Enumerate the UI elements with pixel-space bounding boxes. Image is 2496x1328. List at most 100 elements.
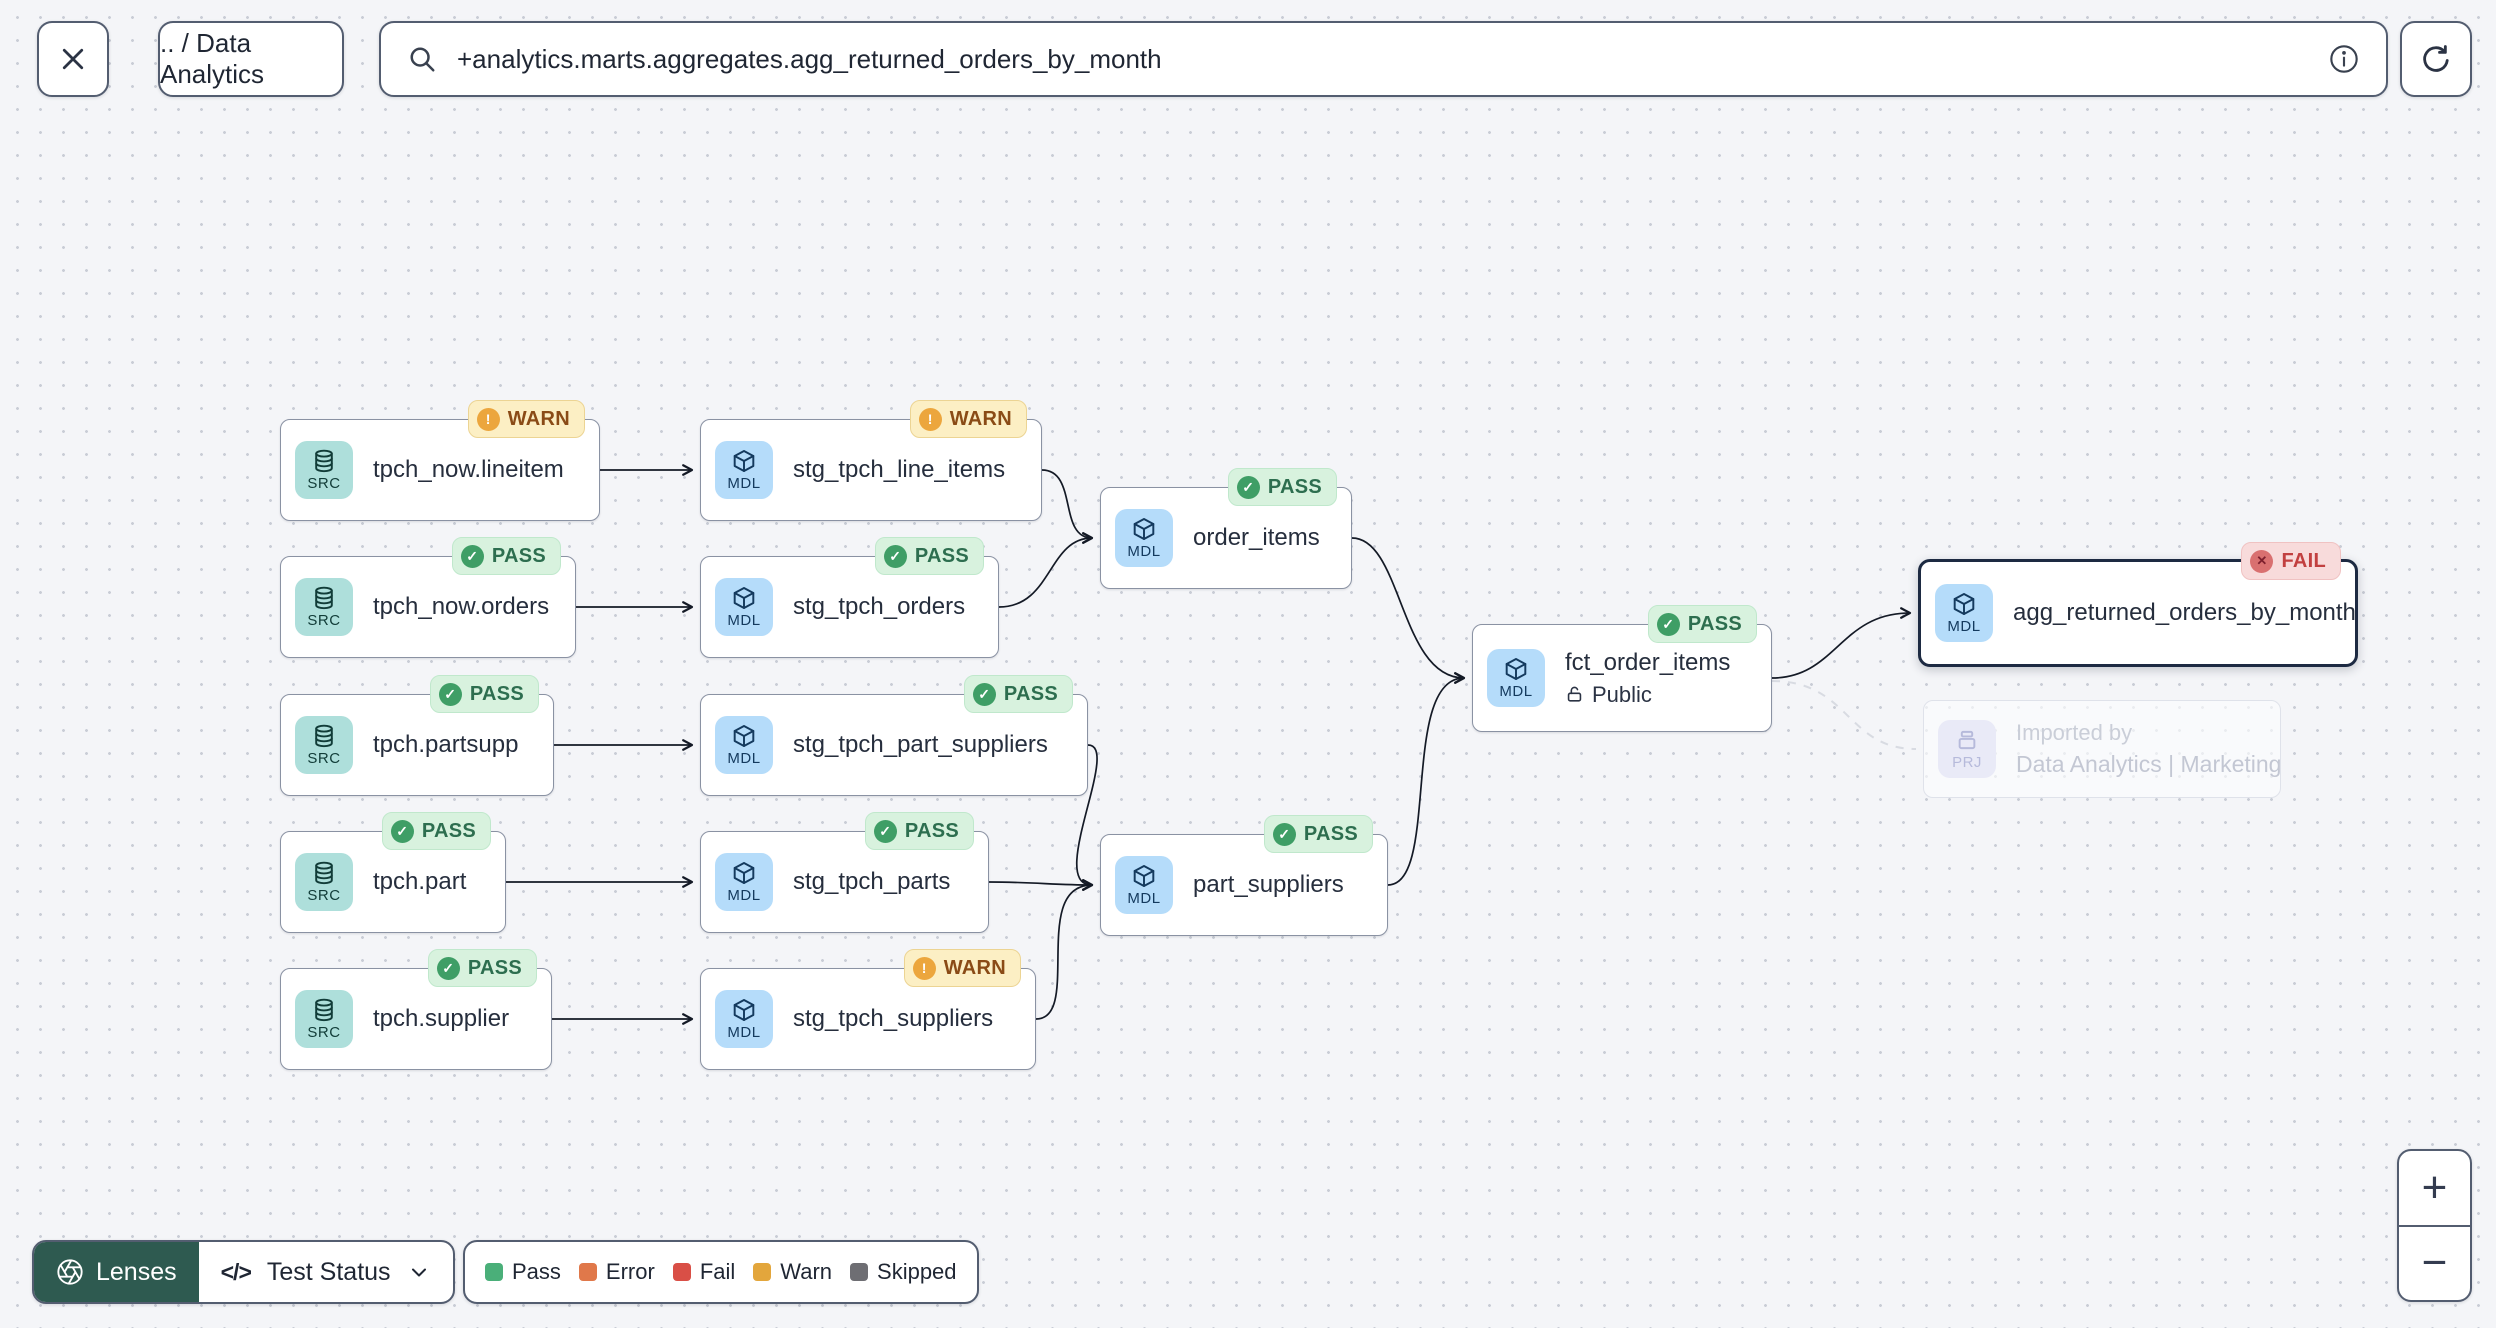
node-tpch-supplier[interactable]: ✓ PASS SRC tpch.supplier <box>280 949 552 1070</box>
legend-item-error: Error <box>578 1259 655 1285</box>
node-stg_tpch_part_suppliers[interactable]: ✓ PASS MDL stg_tpch_part_suppliers <box>700 675 1088 796</box>
model-type-icon: MDL <box>715 578 773 636</box>
project-box-icon <box>1954 727 1980 753</box>
node-stg_tpch_orders[interactable]: ✓ PASS MDL stg_tpch_orders <box>700 537 999 658</box>
status-badge: ✓ PASS <box>864 812 974 850</box>
lens-value: Test Status <box>266 1257 391 1286</box>
status-label: PASS <box>467 956 522 979</box>
database-icon <box>311 448 337 474</box>
cube-icon <box>731 448 757 474</box>
zoom-controls: + − <box>2397 1149 2472 1302</box>
source-type-icon: SRC <box>295 990 353 1048</box>
pass-swatch <box>485 1263 503 1281</box>
status-badge: ! WARN <box>903 949 1021 987</box>
check-icon: ✓ <box>883 544 907 568</box>
zoom-out-button[interactable]: − <box>2399 1224 2470 1301</box>
status-label: WARN <box>507 407 570 430</box>
status-badge: ✓ PASS <box>427 949 537 987</box>
source-type-icon: SRC <box>295 853 353 911</box>
lenses-button[interactable]: Lenses <box>34 1242 199 1302</box>
legend-item-warn: Warn <box>753 1259 832 1285</box>
edge <box>988 879 1094 891</box>
status-badge: ✓ PASS <box>451 537 561 575</box>
status-label: PASS <box>904 819 959 842</box>
check-icon: ✓ <box>972 682 996 706</box>
status-label: PASS <box>469 682 524 705</box>
edge <box>1387 672 1466 886</box>
status-badge: ✕ FAIL <box>2241 542 2341 580</box>
node-label: stg_tpch_suppliers <box>793 1005 994 1032</box>
node-label: tpch.partsupp <box>373 731 519 758</box>
check-icon: ✓ <box>390 819 414 843</box>
model-type-icon: MDL <box>1935 584 1993 642</box>
project-type-icon: PRJ <box>1938 720 1996 778</box>
source-type-icon: SRC <box>295 578 353 636</box>
node-stg_tpch_suppliers[interactable]: ! WARN MDL stg_tpch_suppliers <box>700 949 1036 1070</box>
zoom-in-button[interactable]: + <box>2399 1151 2470 1225</box>
model-type-icon: MDL <box>715 990 773 1048</box>
test-status-legend: Pass Error Fail Warn Skipped <box>463 1240 979 1304</box>
check-icon: ✓ <box>1272 822 1296 846</box>
status-badge: ✓ PASS <box>429 675 539 713</box>
status-label: PASS <box>1267 475 1322 498</box>
lens-control-group: Lenses </> Test Status <box>32 1240 455 1304</box>
status-badge: ✓ PASS <box>381 812 491 850</box>
lenses-label: Lenses <box>96 1257 177 1286</box>
source-type-icon: SRC <box>295 716 353 774</box>
node-stg_tpch_line_items[interactable]: ! WARN MDL stg_tpch_line_items <box>700 400 1042 521</box>
node-tpch-partsupp[interactable]: ✓ PASS SRC tpch.partsupp <box>280 675 554 796</box>
visibility-row: Public <box>1565 682 1730 708</box>
node-order_items[interactable]: ✓ PASS MDL order_items <box>1100 468 1352 589</box>
status-badge: ✓ PASS <box>1263 815 1373 853</box>
status-label: PASS <box>421 819 476 842</box>
close-button[interactable] <box>37 21 109 97</box>
check-icon: ✓ <box>1656 612 1680 636</box>
search-bar[interactable] <box>379 21 2388 97</box>
database-icon <box>311 723 337 749</box>
node-agg_returned_orders_by_month[interactable]: ✕ FAIL MDL agg_returned_orders_by_month <box>1918 542 2358 667</box>
legend-item-pass: Pass <box>485 1259 561 1285</box>
source-type-icon: SRC <box>295 441 353 499</box>
model-type-icon: MDL <box>1487 649 1545 707</box>
database-icon <box>311 997 337 1023</box>
node-tpch_now-orders[interactable]: ✓ PASS SRC tpch_now.orders <box>280 537 576 658</box>
breadcrumb[interactable]: .. / Data Analytics <box>158 21 344 97</box>
database-icon <box>311 860 337 886</box>
node-label: stg_tpch_orders <box>793 593 966 620</box>
status-label: PASS <box>1687 612 1742 635</box>
refresh-button[interactable] <box>2400 21 2472 97</box>
fail-swatch <box>672 1263 691 1281</box>
edge-dashed <box>1771 680 1917 750</box>
node-label: tpch.part <box>373 868 467 895</box>
model-type-icon: MDL <box>715 441 773 499</box>
node-label: order_items <box>1193 524 1320 551</box>
warn-icon: ! <box>918 407 942 431</box>
node-fct_order_items[interactable]: ✓ PASS MDL fct_order_items Public <box>1472 605 1772 732</box>
open-padlock-icon <box>1565 685 1584 704</box>
lens-selector[interactable]: </> Test Status <box>199 1242 453 1302</box>
visibility-label: Public <box>1592 681 1652 707</box>
check-icon: ✓ <box>873 819 897 843</box>
edge <box>998 532 1094 608</box>
cube-icon <box>1951 591 1977 617</box>
node-part_suppliers[interactable]: ✓ PASS MDL part_suppliers <box>1100 815 1388 936</box>
check-icon: ✓ <box>1236 475 1260 499</box>
database-icon <box>311 585 337 611</box>
check-icon: ✓ <box>436 956 460 980</box>
legend-item-skipped: Skipped <box>850 1259 957 1285</box>
status-badge: ✓ PASS <box>1227 468 1337 506</box>
node-stg_tpch_parts[interactable]: ✓ PASS MDL stg_tpch_parts <box>700 812 989 933</box>
node-tpch-part[interactable]: ✓ PASS SRC tpch.part <box>280 812 506 933</box>
status-label: PASS <box>1303 822 1358 845</box>
node-imported-by-project[interactable]: PRJ Imported by Data Analytics | Marketi… <box>1923 700 2281 798</box>
search-input[interactable] <box>455 42 2310 76</box>
node-label: part_suppliers <box>1193 871 1344 898</box>
chevron-down-icon <box>407 1260 431 1284</box>
info-icon[interactable] <box>2328 43 2360 75</box>
node-tpch_now-lineitem[interactable]: ! WARN SRC tpch_now.lineitem <box>280 400 600 521</box>
node-label: tpch_now.orders <box>373 593 550 620</box>
edge <box>1771 607 1912 679</box>
node-label: stg_tpch_line_items <box>793 456 1006 483</box>
status-badge: ✓ PASS <box>874 537 984 575</box>
